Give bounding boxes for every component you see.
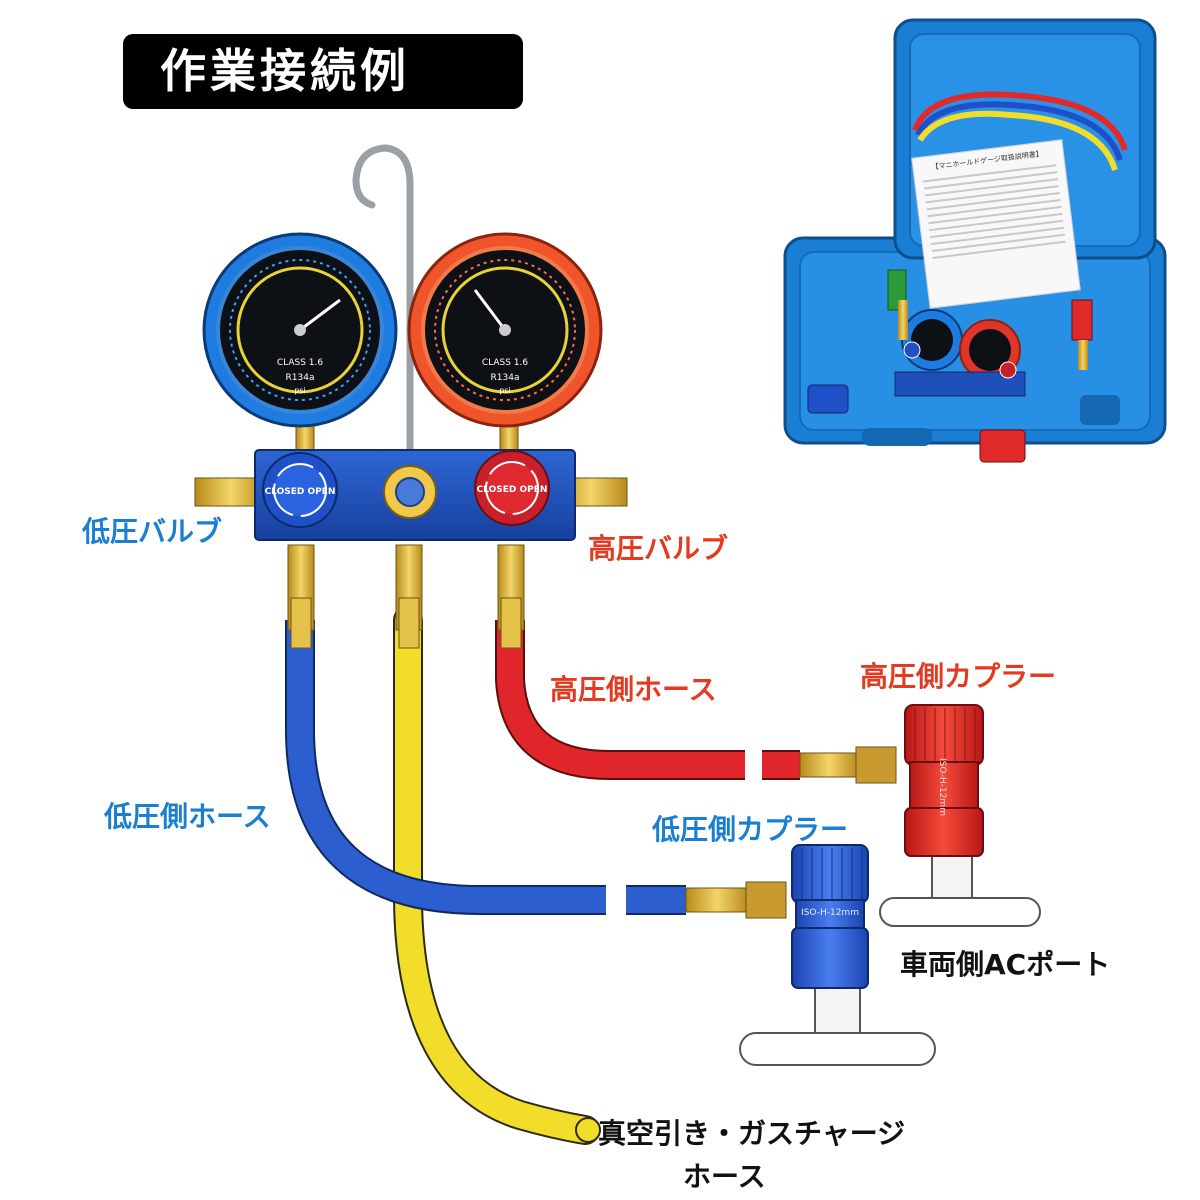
vehicle-port-label: 車両側ACポート: [900, 948, 1111, 981]
high-pressure-gauge: CLASS 1.6 R134a psi: [407, 232, 603, 428]
low-gauge-refrigerant: R134a: [286, 373, 315, 383]
low-hose-label: 低圧側ホース: [104, 800, 271, 833]
vehicle-ac-port-high: [879, 854, 1041, 927]
low-side-coupler: ISO-H-12mm: [791, 844, 869, 989]
title-banner: [123, 34, 523, 109]
high-coupler-text: ISO-H-12mm: [937, 758, 947, 816]
low-pressure-gauge: CLASS 1.6 R134a psi: [202, 232, 398, 428]
vacuum-hose-label-line2: ホース: [683, 1160, 766, 1193]
instruction-manual: 【マニホールドゲージ取扱説明書】: [911, 139, 1081, 309]
page-title: 作業接続例: [160, 44, 410, 98]
low-coupler-text: ISO-H-12mm: [801, 908, 859, 918]
high-gauge-unit: psi: [499, 386, 510, 395]
low-gauge-class: CLASS 1.6: [277, 358, 324, 368]
manifold-body: CLOSED OPEN CLOSED OPEN: [194, 449, 628, 541]
high-side-coupler: ISO-H-12mm: [904, 704, 984, 857]
high-valve-knob-text: CLOSED OPEN: [477, 485, 548, 495]
low-gauge-unit: psi: [294, 386, 305, 395]
high-gauge-refrigerant: R134a: [491, 373, 520, 383]
hanging-hook: [352, 144, 414, 454]
high-coupler-label: 高圧側カプラー: [860, 660, 1057, 693]
high-valve-label: 高圧バルブ: [588, 532, 729, 565]
high-gauge-class: CLASS 1.6: [482, 358, 529, 368]
low-coupler-label: 低圧側カプラー: [652, 813, 849, 846]
vehicle-ac-port-low: [739, 984, 936, 1066]
high-hose-label: 高圧側ホース: [550, 673, 717, 706]
vacuum-hose-label-line1: 真空引き・ガスチャージ: [598, 1117, 906, 1150]
low-valve-label: 低圧バルブ: [82, 515, 223, 548]
low-valve-knob-text: CLOSED OPEN: [265, 487, 336, 497]
